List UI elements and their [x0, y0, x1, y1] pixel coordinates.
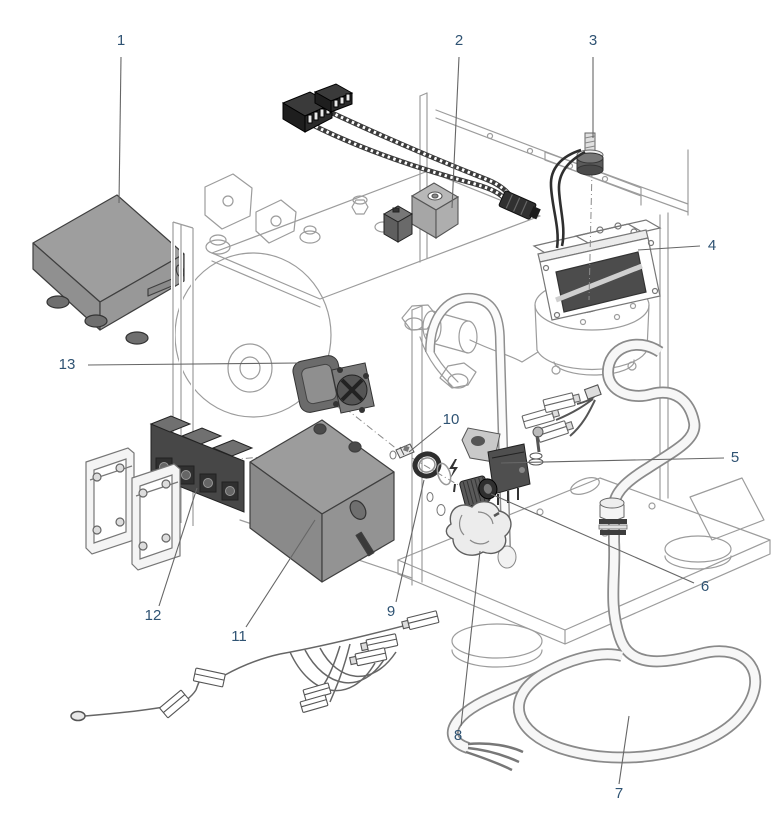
high-voltage-icon [449, 459, 458, 479]
steam-pipe [425, 292, 517, 569]
cable-frayed-end [465, 742, 524, 772]
solenoid-connector-plug [382, 205, 414, 243]
cable-gland [598, 497, 628, 535]
callout-label-9: 9 [387, 603, 395, 620]
leader-line-2 [451, 56, 460, 209]
leader-line-11 [245, 519, 316, 628]
sensor-wire [549, 148, 582, 249]
part-2-solenoid-coil [410, 182, 460, 240]
leader-line-10 [408, 425, 442, 453]
part-6-knurled-nut [459, 475, 498, 508]
callout-label-11: 11 [231, 628, 247, 645]
switch-mounting-brackets [85, 447, 181, 571]
washer-small [426, 492, 434, 502]
leader-line-8 [460, 550, 481, 727]
part-10-small-component [389, 443, 415, 460]
callout-label-5: 5 [731, 449, 739, 466]
sensor-wire [557, 150, 586, 247]
loom-ribbed-connector [498, 190, 541, 220]
callout-label-1: 1 [117, 32, 125, 49]
callout-label-6: 6 [701, 578, 709, 595]
callout-label-2: 2 [455, 32, 463, 49]
leader-line-4 [637, 245, 701, 251]
leader-line-6 [490, 493, 695, 584]
callout-label-3: 3 [589, 32, 597, 49]
leader-line-1 [118, 56, 122, 204]
callout-label-8: 8 [454, 727, 462, 744]
part-1-control-box [32, 194, 185, 345]
callout-label-4: 4 [708, 237, 716, 254]
harness-connectors-mid [521, 384, 602, 443]
screw-and-washers [528, 426, 544, 466]
index-mark [453, 483, 456, 493]
leader-line-5 [500, 457, 725, 464]
leader-line-12 [158, 487, 198, 607]
leader-line-9 [395, 479, 425, 603]
part-13-pump-motor [292, 355, 375, 414]
part-4-heating-element [532, 219, 662, 321]
part-5-microswitch [461, 427, 531, 505]
callout-label-12: 12 [145, 607, 162, 624]
part-9-trim-ring [412, 451, 442, 479]
leader-lines [87, 56, 725, 785]
callout-label-10: 10 [443, 411, 460, 428]
part-3-temperature-sensor [549, 132, 604, 249]
washer-small [436, 504, 446, 516]
callout-label-13: 13 [59, 356, 76, 373]
sensor-wire-harness [70, 610, 440, 722]
callout-labels: 1 2 3 4 5 6 7 8 9 10 11 12 13 [59, 32, 740, 802]
part-2-wiring-loom [281, 83, 541, 220]
part-11-electronics-box [249, 419, 395, 583]
part-8-steam-knob [445, 500, 512, 556]
loom-connector-b [313, 83, 354, 113]
callout-label-7: 7 [615, 785, 623, 802]
leader-line-7 [618, 715, 630, 785]
gasket-ring [436, 462, 452, 486]
machine-frame [174, 92, 771, 668]
leader-line-13 [87, 362, 299, 366]
